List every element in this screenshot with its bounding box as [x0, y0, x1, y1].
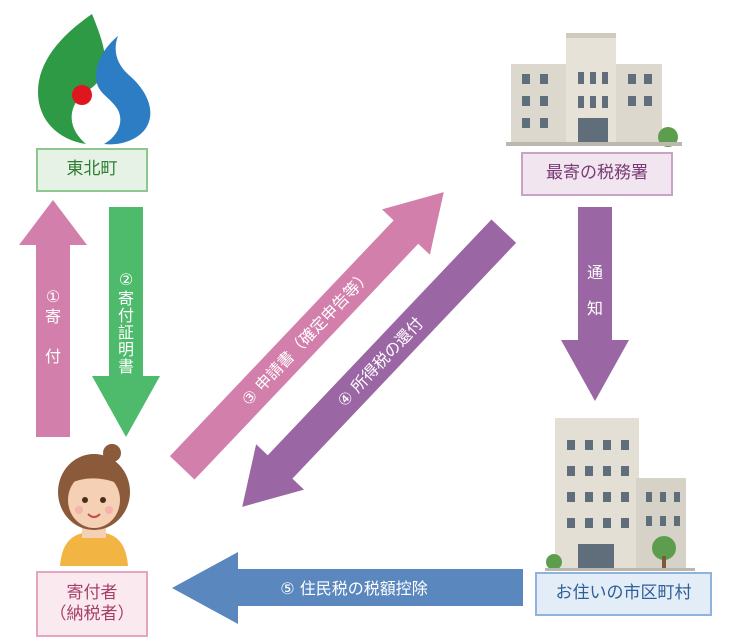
notice-arrow: 通 知: [561, 207, 629, 401]
donor-node: 寄付者 （納税者）: [36, 571, 148, 637]
certificate-arrow-char5: 書: [118, 357, 134, 376]
donation-arrow-char1: 寄: [45, 307, 61, 326]
donation-arrow: ① 寄 付: [19, 200, 87, 437]
donation-arrow-char2: 付: [45, 347, 61, 366]
certificate-arrow-char4: 明: [118, 340, 134, 359]
notice-arrow-char2: 知: [587, 299, 603, 318]
city-node: お住いの市区町村: [535, 572, 712, 616]
donor-sublabel: （納税者）: [49, 604, 135, 624]
city-label: お住いの市区町村: [555, 583, 692, 604]
tax-office-node: 最寄の税務署: [521, 152, 673, 196]
deduction-arrow: ⑤ 住民税の税額控除: [172, 552, 523, 624]
town-node: 東北町: [36, 148, 148, 192]
certificate-arrow-char1: 寄: [118, 289, 134, 308]
certificate-arrow: ② 寄 付 証 明 書: [92, 207, 160, 437]
tax-office-label: 最寄の税務署: [546, 163, 648, 184]
certificate-arrow-num: ②: [119, 270, 133, 289]
donation-arrow-num: ①: [46, 287, 60, 306]
certificate-arrow-char2: 付: [118, 306, 134, 325]
town-logo-icon: [38, 14, 151, 145]
certificate-arrow-char3: 証: [118, 323, 134, 342]
donor-person-icon: [58, 444, 130, 566]
deduction-arrow-label: ⑤ 住民税の税額控除: [280, 579, 427, 598]
city-hall-building-icon: [545, 418, 695, 571]
tax-office-building-icon: [506, 33, 682, 147]
town-label: 東北町: [66, 159, 118, 180]
notice-arrow-char1: 通: [587, 263, 603, 282]
refund-arrow-label: ④ 所得税の還付: [334, 314, 427, 411]
donor-label: 寄付者: [66, 582, 118, 603]
